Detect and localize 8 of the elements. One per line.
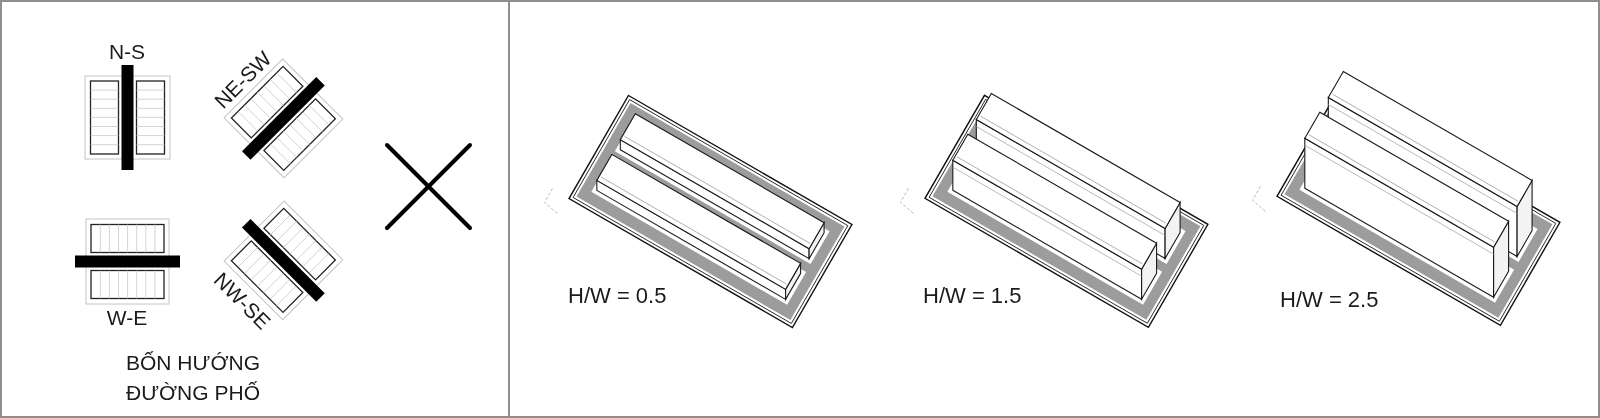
direction-label: W-E [106, 307, 148, 329]
ratio-label: H/W = 1.5 [923, 284, 1022, 308]
ratio-label: H/W = 0.5 [568, 284, 667, 308]
panel [0, 0, 510, 418]
panel [508, 0, 1600, 418]
ratio-label: H/W = 2.5 [1280, 288, 1379, 312]
direction-label: N-S [108, 41, 146, 63]
panel-heading: BỐN HƯỚNG ĐƯỜNG PHỐ [125, 350, 261, 406]
